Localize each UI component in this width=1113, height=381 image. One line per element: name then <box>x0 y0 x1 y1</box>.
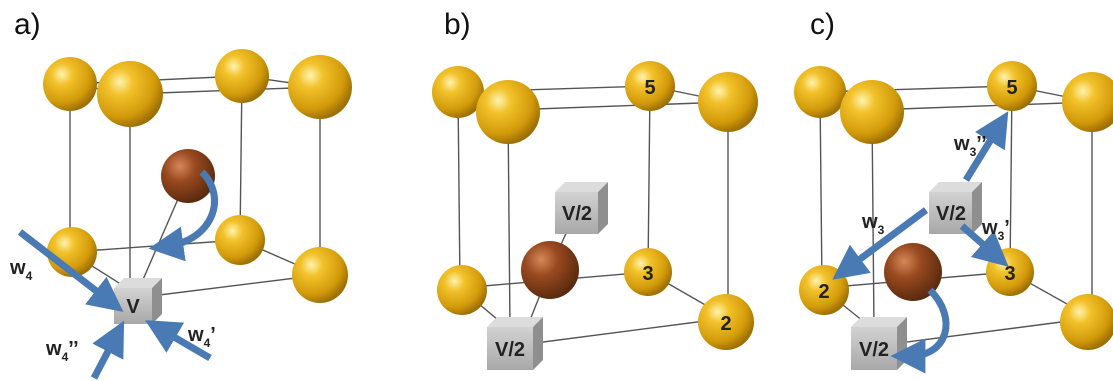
atom-2: 2 <box>698 294 754 350</box>
half-vacancy-cube: V/2 <box>929 182 982 234</box>
w3-prime-jump-arrow <box>959 223 1009 267</box>
panel-c-label: c) <box>810 8 835 41</box>
host-atom <box>1060 294 1113 350</box>
w3-prime-label: w3’ <box>981 217 1010 243</box>
solute-atom <box>521 241 579 299</box>
atom-2: 2 <box>799 265 849 315</box>
panel-b-label: b) <box>444 8 471 41</box>
atom-3: 3 <box>624 248 672 296</box>
half-vacancy-cube: V/2 <box>851 317 907 370</box>
host-atom <box>97 61 163 127</box>
atom-5-label: 5 <box>1006 77 1017 99</box>
host-atom <box>794 66 846 118</box>
panel-c: c) 5 2 3 <box>794 8 1113 374</box>
half-vacancy-label: V/2 <box>562 203 592 225</box>
host-atom <box>292 247 348 303</box>
w4-jump-arrow <box>17 229 124 312</box>
atom-3: 3 <box>986 248 1034 296</box>
w3-double-prime-jump-arrow <box>963 111 1009 182</box>
vacancy-cube: V <box>114 278 162 324</box>
w4-double-prime-label: w4’’ <box>45 338 79 364</box>
panel-a-label: a) <box>14 8 41 41</box>
half-vacancy-cube: V/2 <box>555 182 608 234</box>
w3-label: w3 <box>861 211 885 237</box>
w4-prime-label: w4’ <box>187 324 216 350</box>
w4-double-prime-jump-arrow <box>90 320 125 380</box>
atom-5-label: 5 <box>644 77 655 99</box>
host-atom <box>215 215 265 265</box>
half-vacancy-cube: V/2 <box>487 317 543 370</box>
atom-5: 5 <box>987 61 1037 111</box>
panel-b: b) 5 3 <box>432 8 758 370</box>
host-atom <box>840 80 904 144</box>
host-atom <box>437 265 487 315</box>
solute-atom <box>884 243 942 301</box>
atom-3-label: 3 <box>1004 263 1015 285</box>
w3-double-prime-label: w3’’ <box>953 133 987 159</box>
host-atom <box>43 57 97 111</box>
host-atom <box>698 72 758 132</box>
panel-a: a) <box>9 8 352 380</box>
solute-exchange-arrow <box>148 169 219 262</box>
half-vacancy-label: V/2 <box>859 339 889 361</box>
half-vacancy-label: V/2 <box>936 203 966 225</box>
host-atom <box>1062 72 1113 132</box>
atom-5: 5 <box>625 61 675 111</box>
host-atom <box>476 80 540 144</box>
solute-exchange-arrow <box>890 287 950 374</box>
atom-3-label: 3 <box>642 263 653 285</box>
w4-label: w4 <box>9 257 33 283</box>
solute-atom <box>161 149 215 203</box>
atom-2-label: 2 <box>720 313 731 335</box>
host-atom <box>215 49 269 103</box>
host-atom <box>432 66 484 118</box>
host-atom <box>288 55 352 119</box>
w3-jump-arrow <box>832 207 929 280</box>
w4-prime-jump-arrow <box>145 320 212 362</box>
atom-2-label: 2 <box>818 281 829 303</box>
vacancy-label: V <box>126 296 140 318</box>
half-vacancy-label: V/2 <box>495 339 525 361</box>
